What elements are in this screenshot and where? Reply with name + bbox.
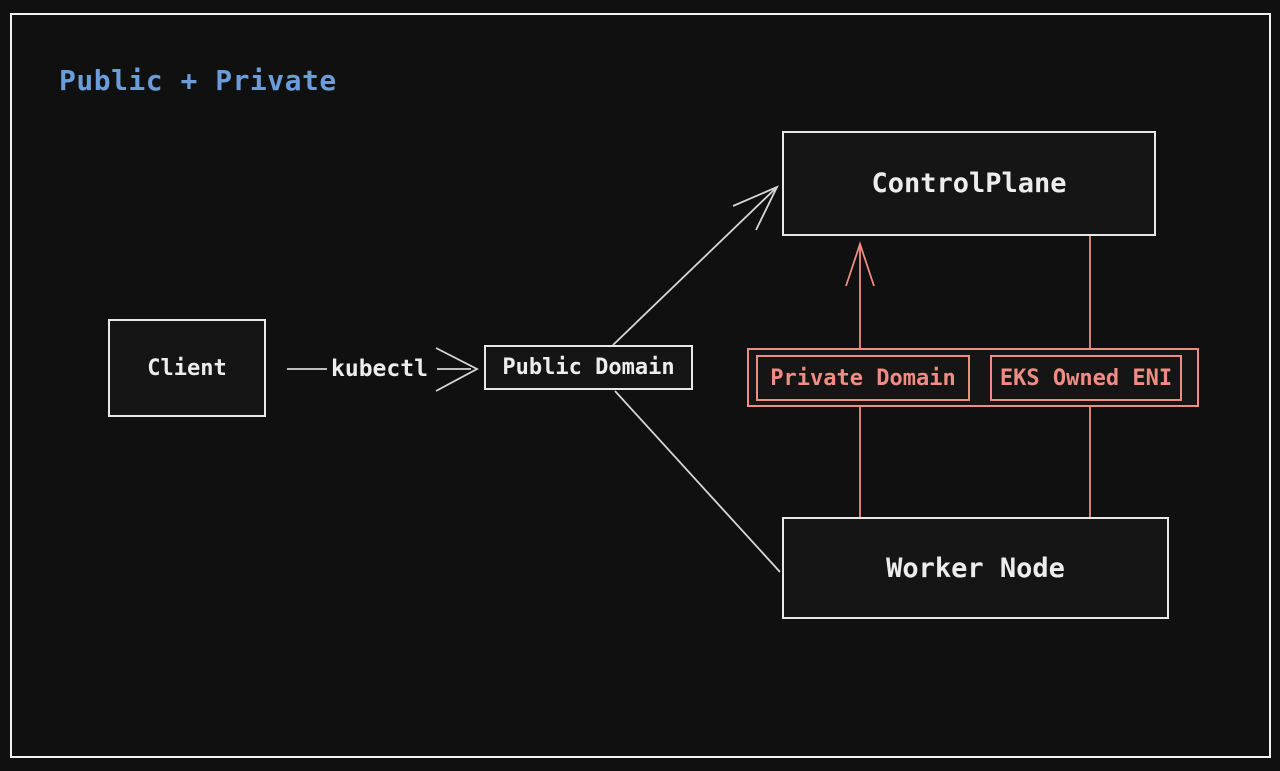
node-public-domain: Public Domain xyxy=(484,345,693,390)
node-private-domain: Private Domain xyxy=(756,355,970,401)
node-control-plane-label: ControlPlane xyxy=(871,168,1067,199)
node-eks-owned-eni: EKS Owned ENI xyxy=(990,355,1182,401)
arrowhead-private-domain-icon xyxy=(845,241,875,287)
edge-label-kubectl: kubectl xyxy=(331,356,428,382)
node-client-label: Client xyxy=(147,355,227,381)
node-private-domain-label: Private Domain xyxy=(770,365,956,391)
diagram-title: Public + Private xyxy=(59,64,337,97)
node-public-domain-label: Public Domain xyxy=(502,355,675,380)
node-client: Client xyxy=(108,319,266,417)
node-control-plane: ControlPlane xyxy=(782,131,1156,236)
arrowhead-kubectl-icon xyxy=(435,347,479,392)
node-worker-node-label: Worker Node xyxy=(886,552,1065,584)
diagram-frame xyxy=(10,13,1271,758)
edge-public-domain-to-control-plane xyxy=(612,186,778,346)
arrowhead-control-plane-icon xyxy=(732,185,779,231)
node-worker-node: Worker Node xyxy=(782,517,1169,619)
edge-public-domain-to-worker-node xyxy=(614,390,781,573)
node-eks-owned-eni-label: EKS Owned ENI xyxy=(999,365,1173,391)
